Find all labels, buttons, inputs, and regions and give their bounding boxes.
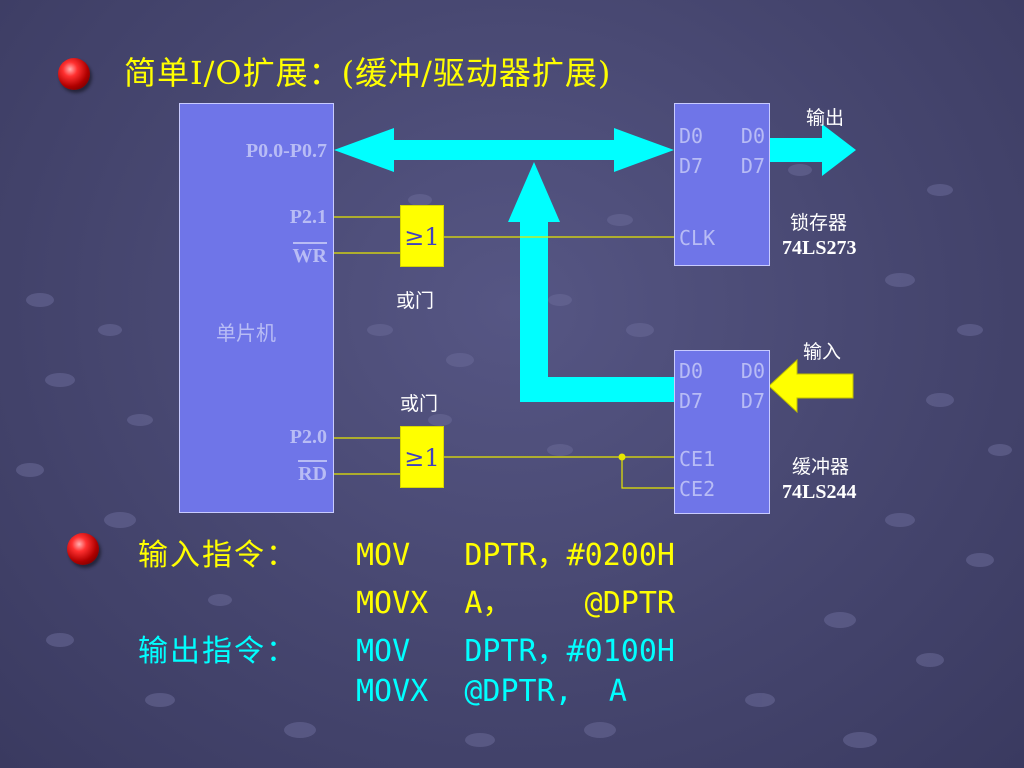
latch-d7-right: D7: [740, 154, 765, 178]
input-instruction-line1: MOV DPTR，#0200H: [356, 538, 675, 573]
bullet-icon: [58, 58, 90, 90]
or-gate-bottom: ≥1: [400, 426, 444, 488]
port0-pin-label: P0.0-P0.7: [245, 140, 327, 162]
input-instruction-label: 输入指令：: [138, 538, 298, 573]
wr-pin-label: WR: [292, 242, 327, 266]
latch-clk: CLK: [679, 226, 716, 250]
buffer-bus-arrow: [508, 162, 674, 402]
p21-pin-label: P2.1: [289, 206, 327, 228]
input-arrow-icon: [768, 358, 854, 414]
mcu-label: 单片机: [216, 321, 276, 345]
output-instruction-line2: MOVX @DPTR, A: [356, 674, 627, 709]
latch-part: 74LS273: [782, 237, 857, 259]
or-gate-top: ≥1: [400, 205, 444, 267]
bullet-icon: [67, 533, 99, 565]
output-arrow-icon: [770, 124, 856, 176]
p20-pin-label: P2.0: [289, 426, 327, 448]
input-instruction-line2: MOVX A， @DPTR: [356, 586, 675, 621]
buffer-d7-left: D7: [679, 389, 704, 413]
buffer-name: 缓冲器: [792, 456, 850, 478]
output-label: 输出: [806, 107, 845, 129]
latch-name: 锁存器: [790, 212, 848, 234]
buffer-d0-left: D0: [679, 359, 704, 383]
mcu-block: P0.0-P0.7 P2.1 WR 单片机 P2.0 RD: [179, 103, 334, 513]
buffer-ce2: CE2: [679, 477, 716, 501]
buffer-part: 74LS244: [782, 481, 857, 503]
rd-pin-label: RD: [298, 460, 327, 484]
latch-d7-left: D7: [679, 154, 704, 178]
latch-d0-right: D0: [740, 124, 765, 148]
buffer-d7-right: D7: [740, 389, 765, 413]
page-title: 简单I/O扩展：(缓冲/驱动器扩展): [124, 54, 612, 92]
or-gate-top-label: 或门: [396, 290, 435, 312]
latch-d0-left: D0: [679, 124, 704, 148]
or-gate-bottom-label: 或门: [400, 393, 439, 415]
input-label: 输入: [803, 341, 842, 363]
buffer-ce1: CE1: [679, 447, 716, 471]
latch-block: D0 D7 D0 D7 CLK: [674, 103, 770, 266]
output-instruction-label: 输出指令：: [138, 634, 298, 669]
buffer-d0-right: D0: [740, 359, 765, 383]
output-instruction-line1: MOV DPTR，#0100H: [356, 634, 675, 669]
buffer-block: D0 D7 D0 D7 CE1 CE2: [674, 350, 770, 514]
data-bus-arrow: [334, 128, 674, 172]
